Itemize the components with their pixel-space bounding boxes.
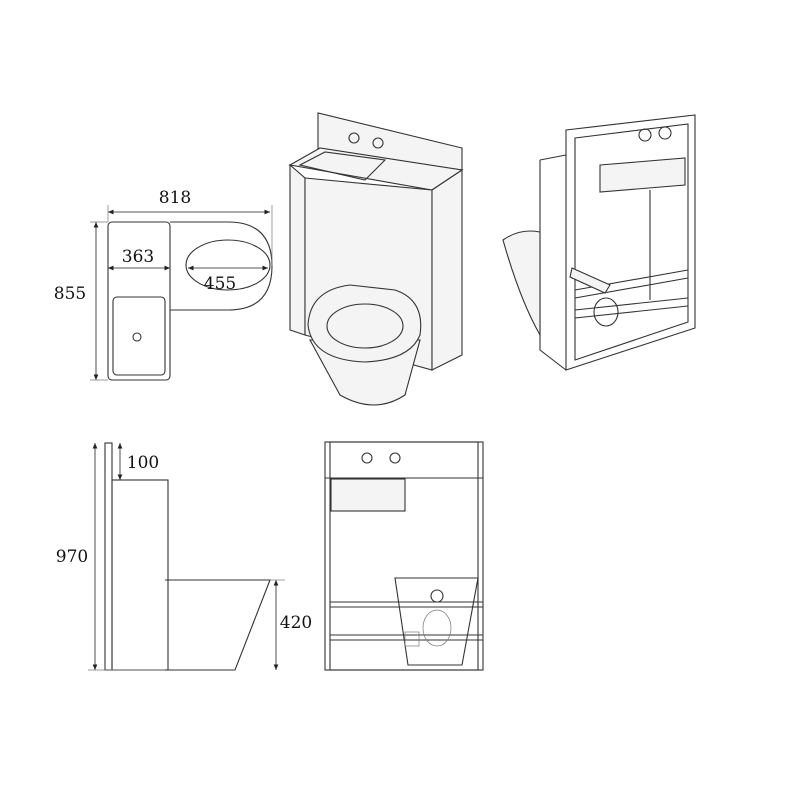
dim-970: 970	[56, 547, 88, 567]
dim-420: 420	[280, 613, 312, 633]
front-view	[324, 441, 484, 671]
dim-455: 455	[204, 274, 236, 294]
dim-855: 855	[54, 284, 86, 304]
dim-818: 818	[159, 188, 191, 208]
isometric-front-view	[288, 112, 464, 406]
side-view: 100 970 420	[56, 442, 312, 671]
dim-363: 363	[122, 247, 154, 267]
dim-100: 100	[127, 453, 159, 473]
isometric-rear-view	[502, 114, 696, 371]
top-view: 818 363 455 855	[54, 188, 273, 381]
